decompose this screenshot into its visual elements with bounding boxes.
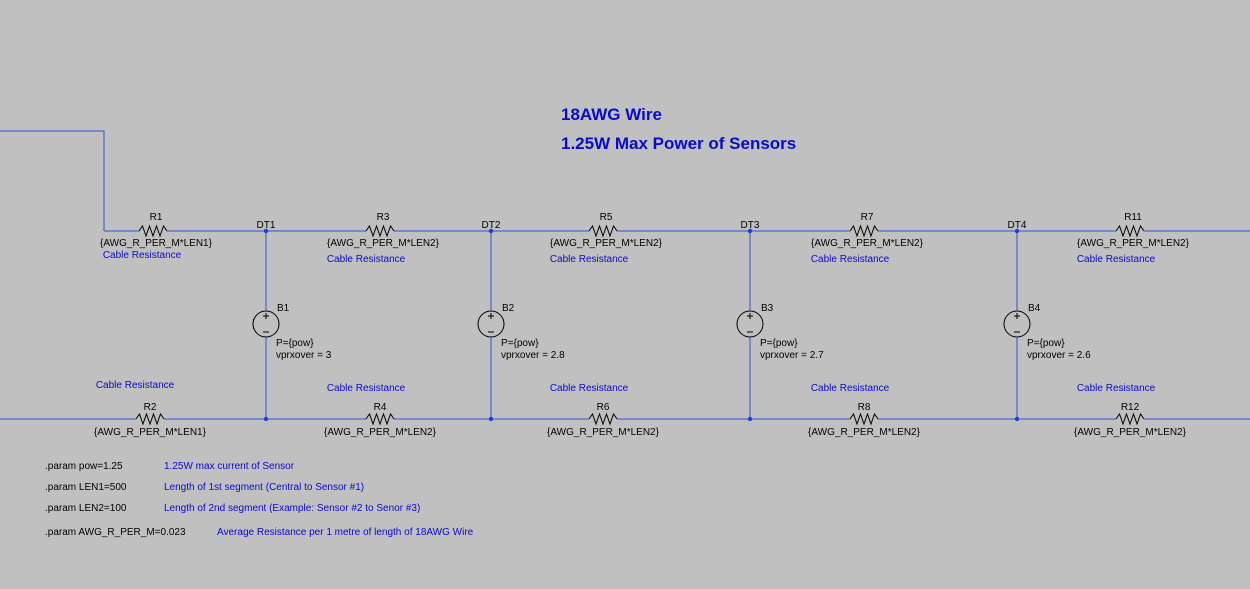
wires: [0, 130, 1250, 422]
net-label: DT2: [482, 220, 501, 231]
resistor-name: R6: [597, 402, 610, 413]
cable-resistance-note: Cable Resistance: [96, 380, 175, 391]
resistor-r11[interactable]: [1115, 224, 1145, 238]
param-comment: Average Resistance per 1 metre of length…: [217, 527, 474, 538]
source-vprxover: vprxover = 3: [276, 350, 332, 361]
junction-dot: [1014, 228, 1020, 234]
resistor-value: {AWG_R_PER_M*LEN1}: [100, 238, 213, 249]
param-directive[interactable]: .param LEN1=500: [45, 482, 127, 493]
junction-dot: [1014, 416, 1020, 422]
resistor-name: R12: [1121, 402, 1140, 413]
param-comment: 1.25W max current of Sensor: [164, 461, 295, 472]
junction-dot: [488, 416, 494, 422]
resistor-value: {AWG_R_PER_M*LEN2}: [547, 427, 660, 438]
source-vprxover: vprxover = 2.8: [501, 350, 565, 361]
source-name: B3: [761, 303, 774, 314]
voltage-source-b1[interactable]: [252, 310, 280, 338]
cable-resistance-note: Cable Resistance: [103, 250, 182, 261]
source-vprxover: vprxover = 2.6: [1027, 350, 1091, 361]
resistor-r3[interactable]: [365, 224, 395, 238]
param-directive[interactable]: .param pow=1.25: [45, 461, 123, 472]
param-comment: Length of 2nd segment (Example: Sensor #…: [164, 503, 420, 514]
source-power: P={pow}: [501, 338, 539, 349]
resistor-r2[interactable]: [135, 412, 165, 426]
cable-resistance-note: Cable Resistance: [550, 254, 629, 265]
resistor-name: R5: [600, 212, 613, 223]
voltage-source-b4[interactable]: [1003, 310, 1031, 338]
resistor-value: {AWG_R_PER_M*LEN2}: [1074, 427, 1187, 438]
resistor-value: {AWG_R_PER_M*LEN1}: [94, 427, 207, 438]
junction-dot: [747, 416, 753, 422]
resistor-value: {AWG_R_PER_M*LEN2}: [811, 238, 924, 249]
resistor-value: {AWG_R_PER_M*LEN2}: [808, 427, 921, 438]
title-power: 1.25W Max Power of Sensors: [561, 134, 796, 153]
net-label: DT1: [257, 220, 276, 231]
resistor-r6[interactable]: [588, 412, 618, 426]
param-directive[interactable]: .param AWG_R_PER_M=0.023: [45, 527, 186, 538]
resistor-name: R4: [374, 402, 387, 413]
resistor-r7[interactable]: [849, 224, 879, 238]
cable-resistance-note: Cable Resistance: [327, 383, 406, 394]
junction-dot: [263, 416, 269, 422]
param-directive[interactable]: .param LEN2=100: [45, 503, 127, 514]
resistor-value: {AWG_R_PER_M*LEN2}: [1077, 238, 1190, 249]
source-power: P={pow}: [1027, 338, 1065, 349]
cable-resistance-note: Cable Resistance: [811, 383, 890, 394]
source-name: B4: [1028, 303, 1041, 314]
resistor-r8[interactable]: [849, 412, 879, 426]
wire-segment: [0, 130, 105, 231]
resistor-value: {AWG_R_PER_M*LEN2}: [324, 427, 437, 438]
voltage-source-b2[interactable]: [477, 310, 505, 338]
net-label: DT4: [1008, 220, 1027, 231]
voltage-source-b3[interactable]: [736, 310, 764, 338]
resistor-r1[interactable]: [138, 224, 168, 238]
resistor-name: R7: [861, 212, 874, 223]
resistor-value: {AWG_R_PER_M*LEN2}: [327, 238, 440, 249]
param-directives: .param pow=1.25 1.25W max current of Sen…: [45, 461, 474, 538]
cable-resistance-note: Cable Resistance: [1077, 383, 1156, 394]
source-power: P={pow}: [760, 338, 798, 349]
resistor-name: R11: [1124, 212, 1142, 223]
title-wire: 18AWG Wire: [561, 105, 662, 124]
source-name: B2: [502, 303, 515, 314]
cable-resistance-note: Cable Resistance: [327, 254, 406, 265]
resistor-name: R1: [150, 212, 163, 223]
resistor-name: R8: [858, 402, 871, 413]
resistor-r5[interactable]: [588, 224, 618, 238]
param-comment: Length of 1st segment (Central to Sensor…: [164, 482, 364, 493]
source-name: B1: [277, 303, 290, 314]
resistor-value: {AWG_R_PER_M*LEN2}: [550, 238, 663, 249]
resistor-name: R2: [144, 402, 157, 413]
junction-dot: [747, 228, 753, 234]
net-label: DT3: [741, 220, 760, 231]
junction-dot: [488, 228, 494, 234]
source-vprxover: vprxover = 2.7: [760, 350, 824, 361]
labels: R1{AWG_R_PER_M*LEN1}Cable ResistanceR3{A…: [94, 212, 1190, 438]
resistor-name: R3: [377, 212, 390, 223]
cable-resistance-note: Cable Resistance: [811, 254, 890, 265]
junction-dot: [263, 228, 269, 234]
components: [135, 224, 1145, 426]
resistor-r4[interactable]: [365, 412, 395, 426]
cable-resistance-note: Cable Resistance: [1077, 254, 1156, 265]
source-power: P={pow}: [276, 338, 314, 349]
resistor-r12[interactable]: [1115, 412, 1145, 426]
cable-resistance-note: Cable Resistance: [550, 383, 629, 394]
